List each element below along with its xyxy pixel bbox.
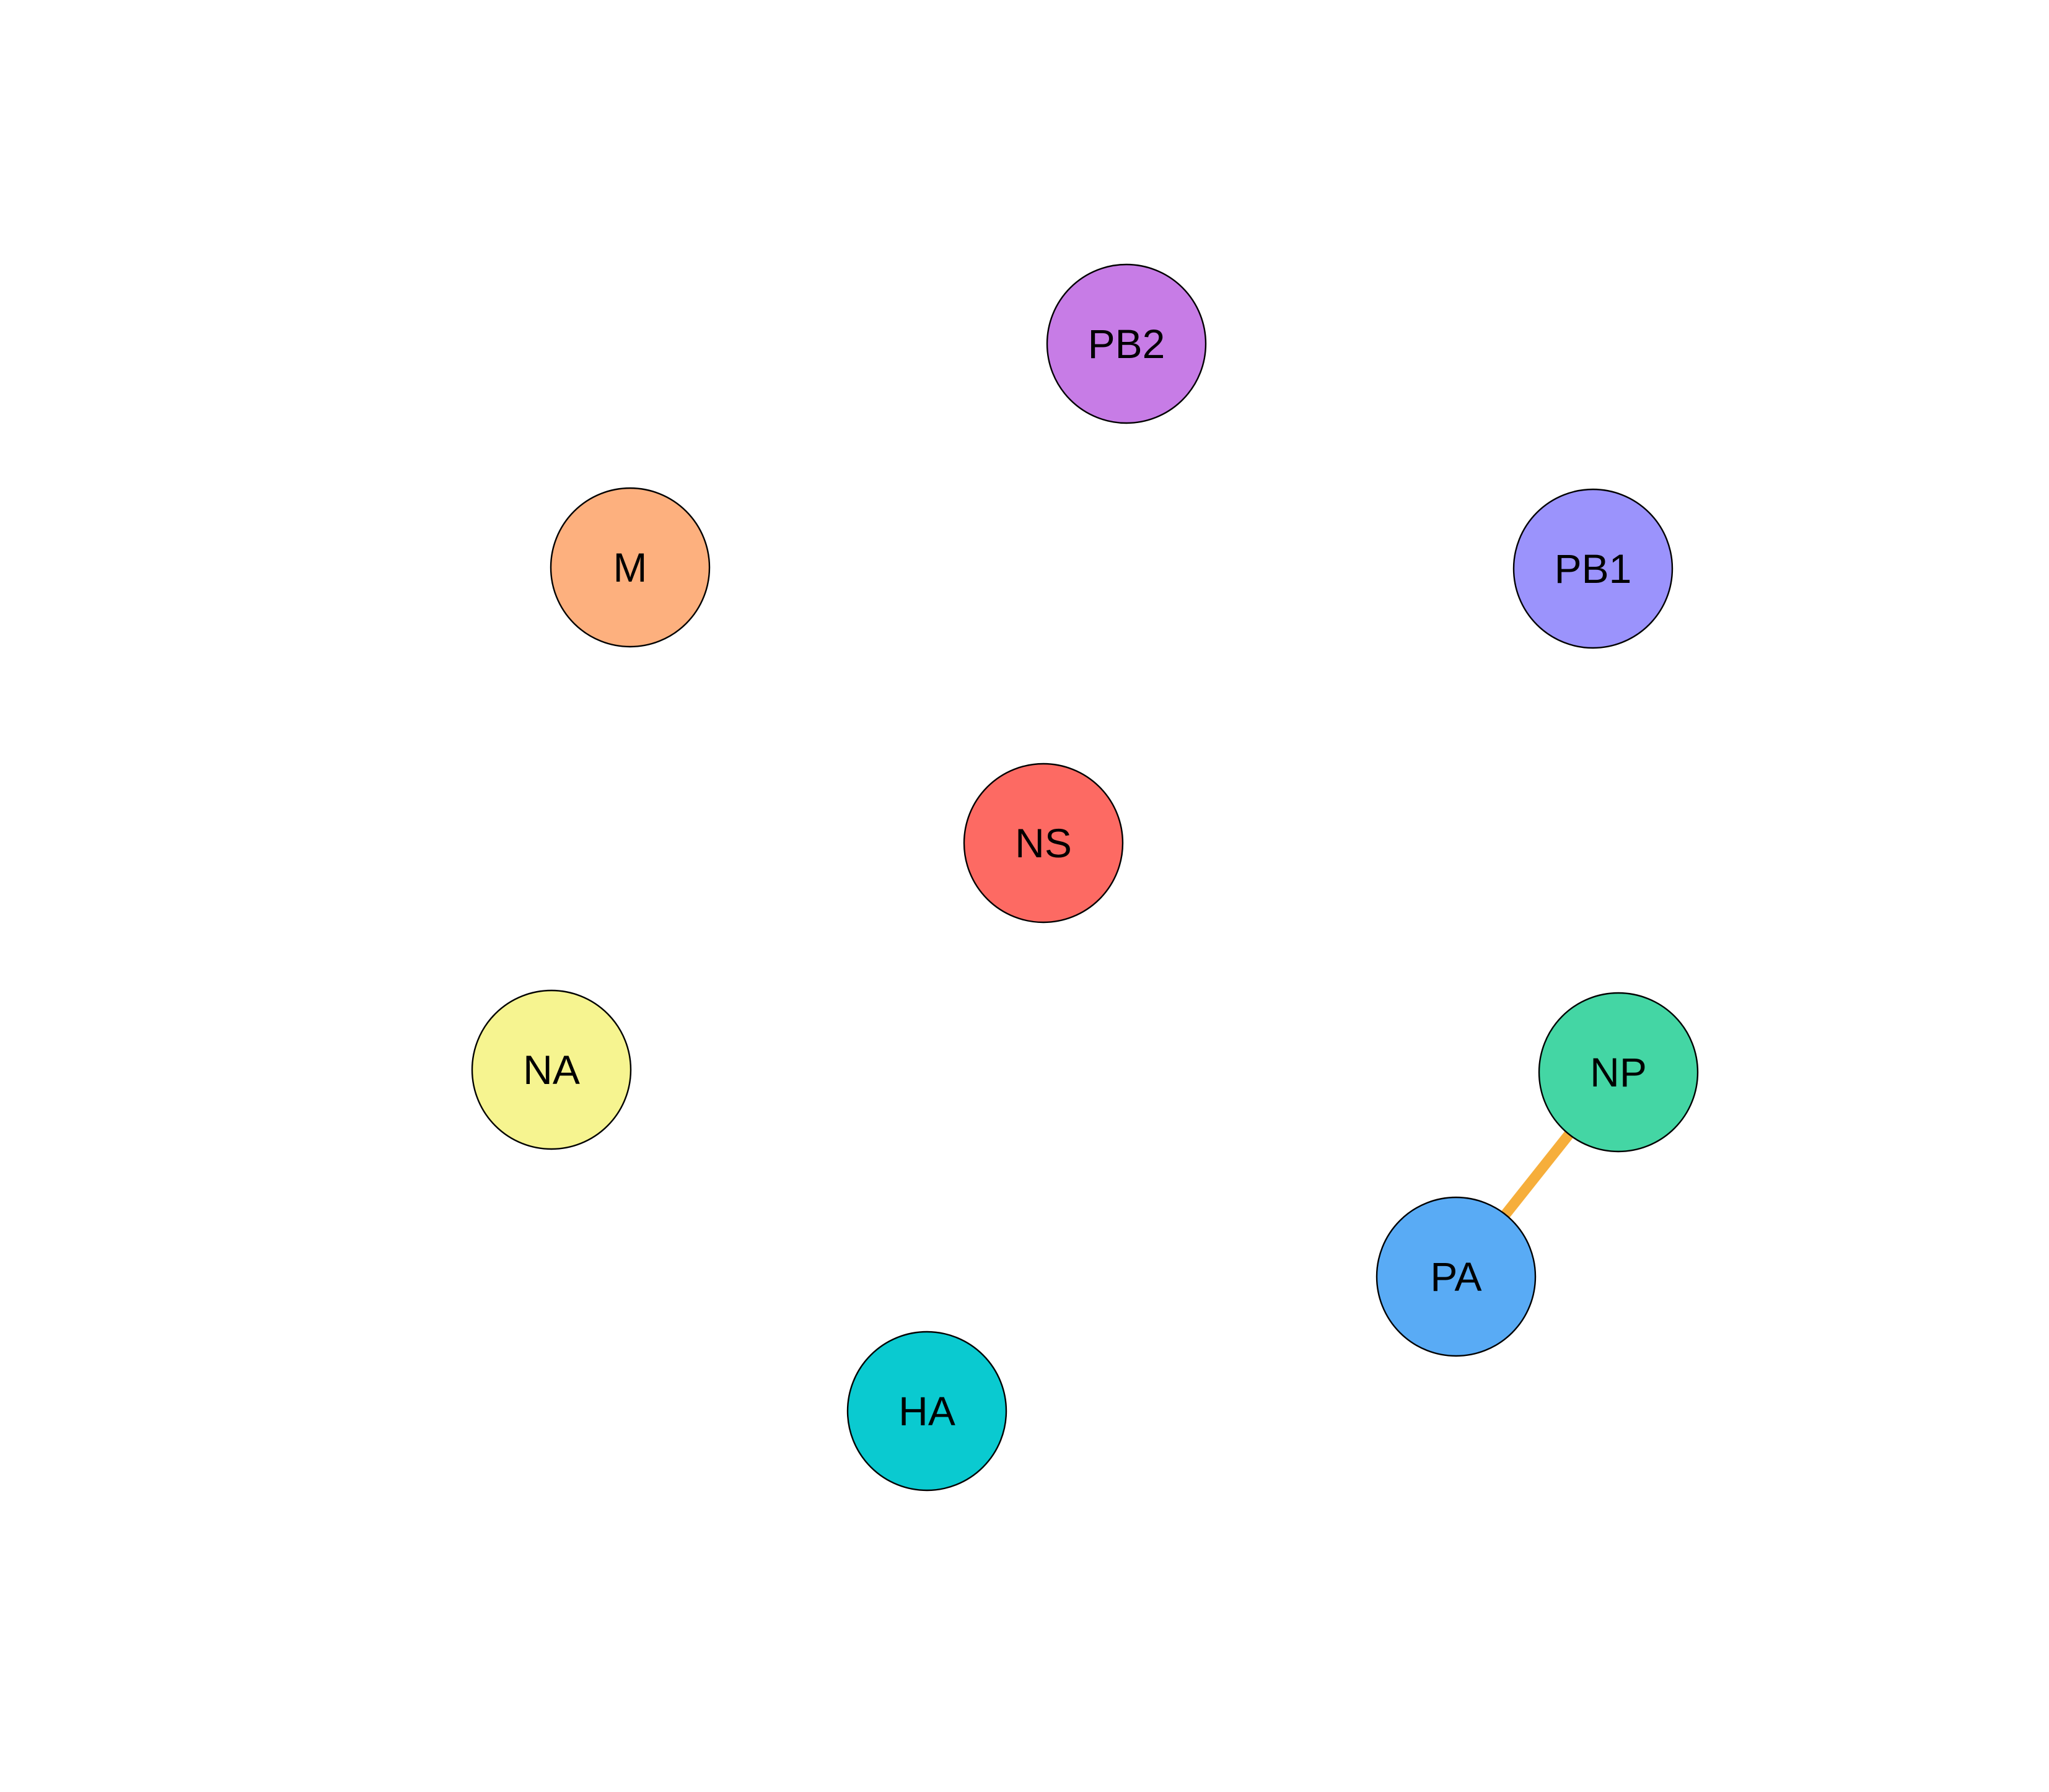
node-circle-na [471,989,632,1150]
node-m: M [550,487,711,648]
node-ha: HA [846,1331,1007,1492]
node-np: NP [1538,992,1699,1153]
node-label-ns: NS [1015,820,1072,866]
node-circle-m [550,487,711,648]
node-circle-np [1538,992,1699,1153]
node-circle-ha [846,1331,1007,1492]
node-circle-pb2 [1046,263,1207,424]
node-ns: NS [963,763,1124,924]
node-label-pb2: PB2 [1088,321,1165,367]
node-label-na: NA [523,1047,580,1093]
node-label-pb1: PB1 [1555,546,1632,592]
node-pb1: PB1 [1512,488,1674,649]
node-circle-ns [963,763,1124,924]
node-pb2: PB2 [1046,263,1207,424]
node-circle-pa [1376,1196,1537,1357]
node-na: NA [471,989,632,1150]
node-label-ha: HA [898,1388,955,1434]
node-pa: PA [1376,1196,1537,1357]
node-label-pa: PA [1430,1254,1481,1300]
node-label-np: NP [1590,1049,1647,1095]
node-label-m: M [613,544,647,590]
node-circle-pb1 [1512,488,1674,649]
